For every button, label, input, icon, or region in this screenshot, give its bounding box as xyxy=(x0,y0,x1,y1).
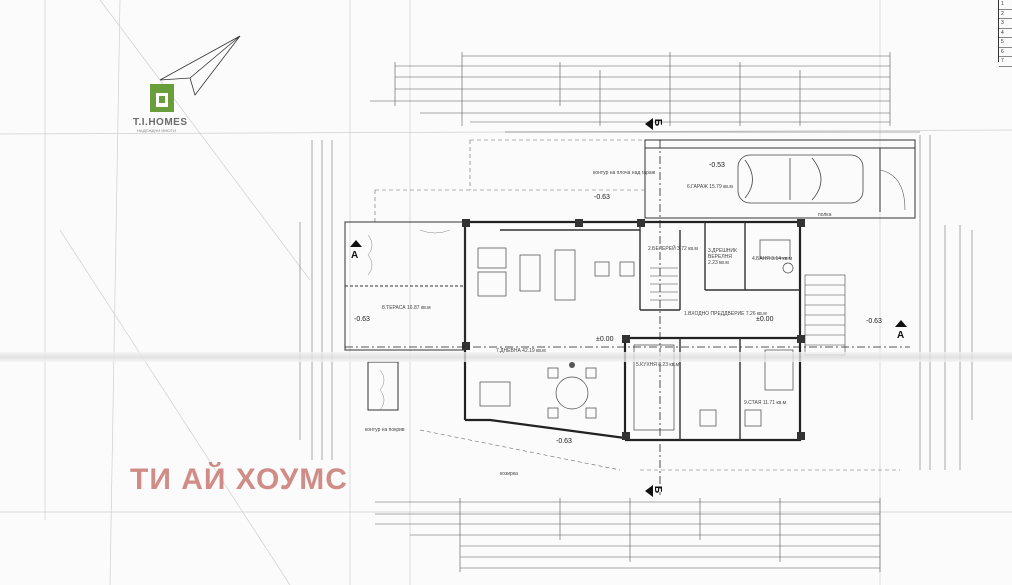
watermark-text: ТИ АЙ ХОУМС xyxy=(130,463,348,496)
title-block-row: 5 xyxy=(999,38,1012,48)
title-block-row: 6 xyxy=(999,48,1012,57)
title-block-row: 4 xyxy=(999,29,1012,38)
title-block-row: 2 xyxy=(999,10,1012,19)
note-slab-contour: контур на плоча над гараж xyxy=(593,170,656,176)
level-yard: -0.63 xyxy=(556,438,572,445)
level-garage: -0.53 xyxy=(709,162,725,169)
section-marker-a-left: A xyxy=(351,250,359,261)
title-block: 1 2 3 4 5 6 7 xyxy=(998,0,1012,67)
title-block-row: 3 xyxy=(999,19,1012,29)
room-garage: 6.ГАРАЖ 15.79 кв.м xyxy=(687,184,733,190)
section-marker-b-top: Б xyxy=(652,118,664,127)
note-roof-contour: контур на покрив xyxy=(365,427,405,433)
room-storage: 3.ДРЕШНИК ВЕРЕЛНЯ 2.23 кв.м xyxy=(708,248,737,266)
title-block-row: 1 xyxy=(999,0,1012,10)
paper-fold xyxy=(0,352,1012,362)
room-study: 9.СТАЯ 11.71 кв.м xyxy=(744,400,787,406)
room-bath: 4.БАНЯ 3.14 кв.м xyxy=(752,256,793,262)
logo-name: T.I.HOMES xyxy=(133,117,188,128)
room-terrace: 8.ТЕРАСА 16.87 кв.м xyxy=(382,305,431,311)
level-slab: -0.63 xyxy=(594,194,610,201)
section-marker-a-right: A xyxy=(897,330,905,341)
room-pantry: 2.БЕЛЕРЕЙ 3.72 кв.м xyxy=(648,246,698,252)
section-marker-b-bottom: Б xyxy=(652,485,664,494)
level-living: ±0.00 xyxy=(596,336,614,343)
level-entry: -0.63 xyxy=(866,318,882,325)
room-living: 7.ДНЕВНА 42.19 кв.м xyxy=(496,348,546,354)
level-terrace: -0.63 xyxy=(354,316,370,323)
logo-tagline: НАДЕЖДНИ ИМОТИ xyxy=(137,128,176,133)
room-hall: 1.ВХОДНО ПРЕДДВЕРИЕ 7.26 кв.м xyxy=(684,311,767,317)
room-kitchen: 5.КУХНЯ 8.23 кв.м xyxy=(636,362,680,368)
title-block-row: 7 xyxy=(999,57,1012,67)
note-window: полка xyxy=(818,212,832,218)
note-canopy: козирка xyxy=(500,471,518,477)
level-hall: ±0.00 xyxy=(756,316,774,323)
